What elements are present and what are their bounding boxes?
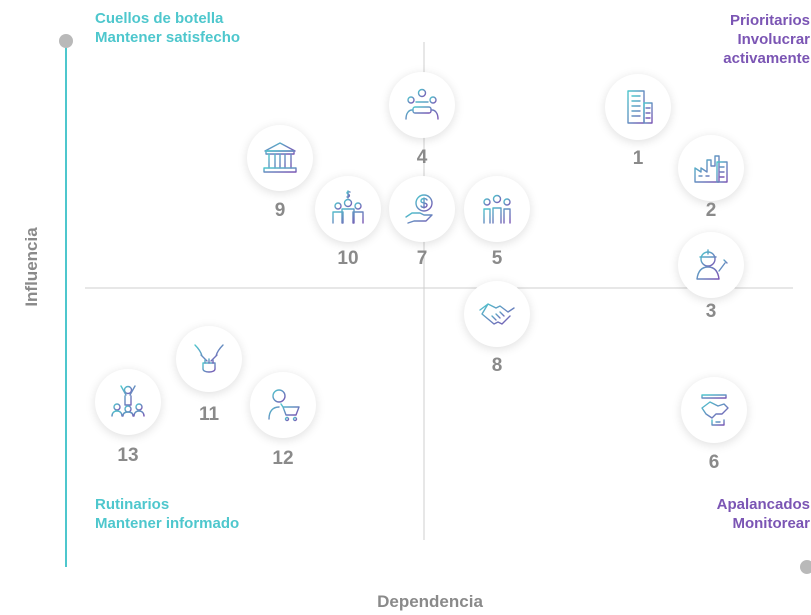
quadrant-action: Mantener satisfecho (95, 29, 241, 46)
stakeholder-node-6 (681, 377, 747, 443)
quadrant-action: Mantener informado (95, 515, 240, 532)
shopper-cart-icon (268, 389, 300, 422)
quadrant-label-bottom-left: Rutinarios Mantener informado (95, 495, 239, 533)
stakeholder-node-11 (176, 326, 242, 392)
stakeholder-number: 7 (416, 248, 428, 269)
y-axis-end-dot (59, 34, 73, 48)
stakeholder-node-10 (315, 176, 381, 242)
office-building-icon (627, 90, 653, 124)
quadrant-action: activamente (723, 50, 810, 67)
stakeholder-number: 4 (416, 147, 428, 168)
stakeholder-node-3 (678, 232, 744, 298)
x-axis-title: Dependencia (377, 592, 483, 611)
quadrant-action: Involucrar (737, 31, 810, 48)
stakeholder-node-9 (247, 125, 313, 191)
quadrant-label-bottom-right: Apalancados Monitorear (717, 495, 810, 533)
stakeholder-number: 8 (491, 355, 503, 376)
stakeholder-number: 3 (705, 301, 717, 322)
y-axis-title: Influencia (22, 227, 41, 307)
government-building-icon (263, 142, 297, 173)
quadrant-title: Prioritarios (729, 12, 810, 29)
quadrant-title: Apalancados (716, 496, 810, 513)
stakeholder-number: 13 (117, 445, 139, 466)
stakeholder-node-2 (678, 135, 744, 201)
stakeholder-number: 12 (272, 448, 294, 469)
stakeholder-number: 10 (337, 248, 359, 269)
quadrant-action: Monitorear (732, 515, 810, 532)
stakeholder-node-13 (95, 369, 161, 435)
stakeholder-number: 6 (708, 452, 720, 473)
stakeholder-node-8 (464, 281, 530, 347)
quadrant-label-top-right: Prioritarios Involucrar activamente (723, 11, 810, 68)
x-axis-end-dot (800, 560, 811, 574)
stakeholder-node-1 (605, 74, 671, 140)
helping-hands-icon (194, 344, 224, 373)
stakeholder-node-5 (464, 176, 530, 242)
stakeholder-node-12 (250, 372, 316, 438)
stakeholder-node-4 (389, 72, 455, 138)
quadrant-title: Rutinarios (95, 496, 170, 513)
quadrant-title: Cuellos de botella (95, 10, 224, 27)
stakeholder-number: 11 (198, 404, 220, 425)
hand-coin-icon (405, 194, 433, 224)
stakeholder-number: 1 (632, 148, 644, 169)
stakeholder-number: 9 (274, 200, 286, 221)
investors-icon (332, 190, 364, 224)
quadrant-label-top-left: Cuellos de botella Mantener satisfecho (95, 9, 240, 47)
engineer-icon (696, 249, 728, 280)
handshake-icon (479, 303, 515, 325)
community-icon (111, 385, 145, 417)
stakeholder-number: 5 (491, 248, 503, 269)
stakeholder-number: 2 (705, 200, 717, 221)
hand-money-icon (701, 394, 729, 426)
stakeholder-node-7 (389, 176, 455, 242)
meeting-table-icon (405, 88, 439, 120)
factory-icon (694, 155, 728, 183)
team-group-icon (483, 194, 511, 224)
